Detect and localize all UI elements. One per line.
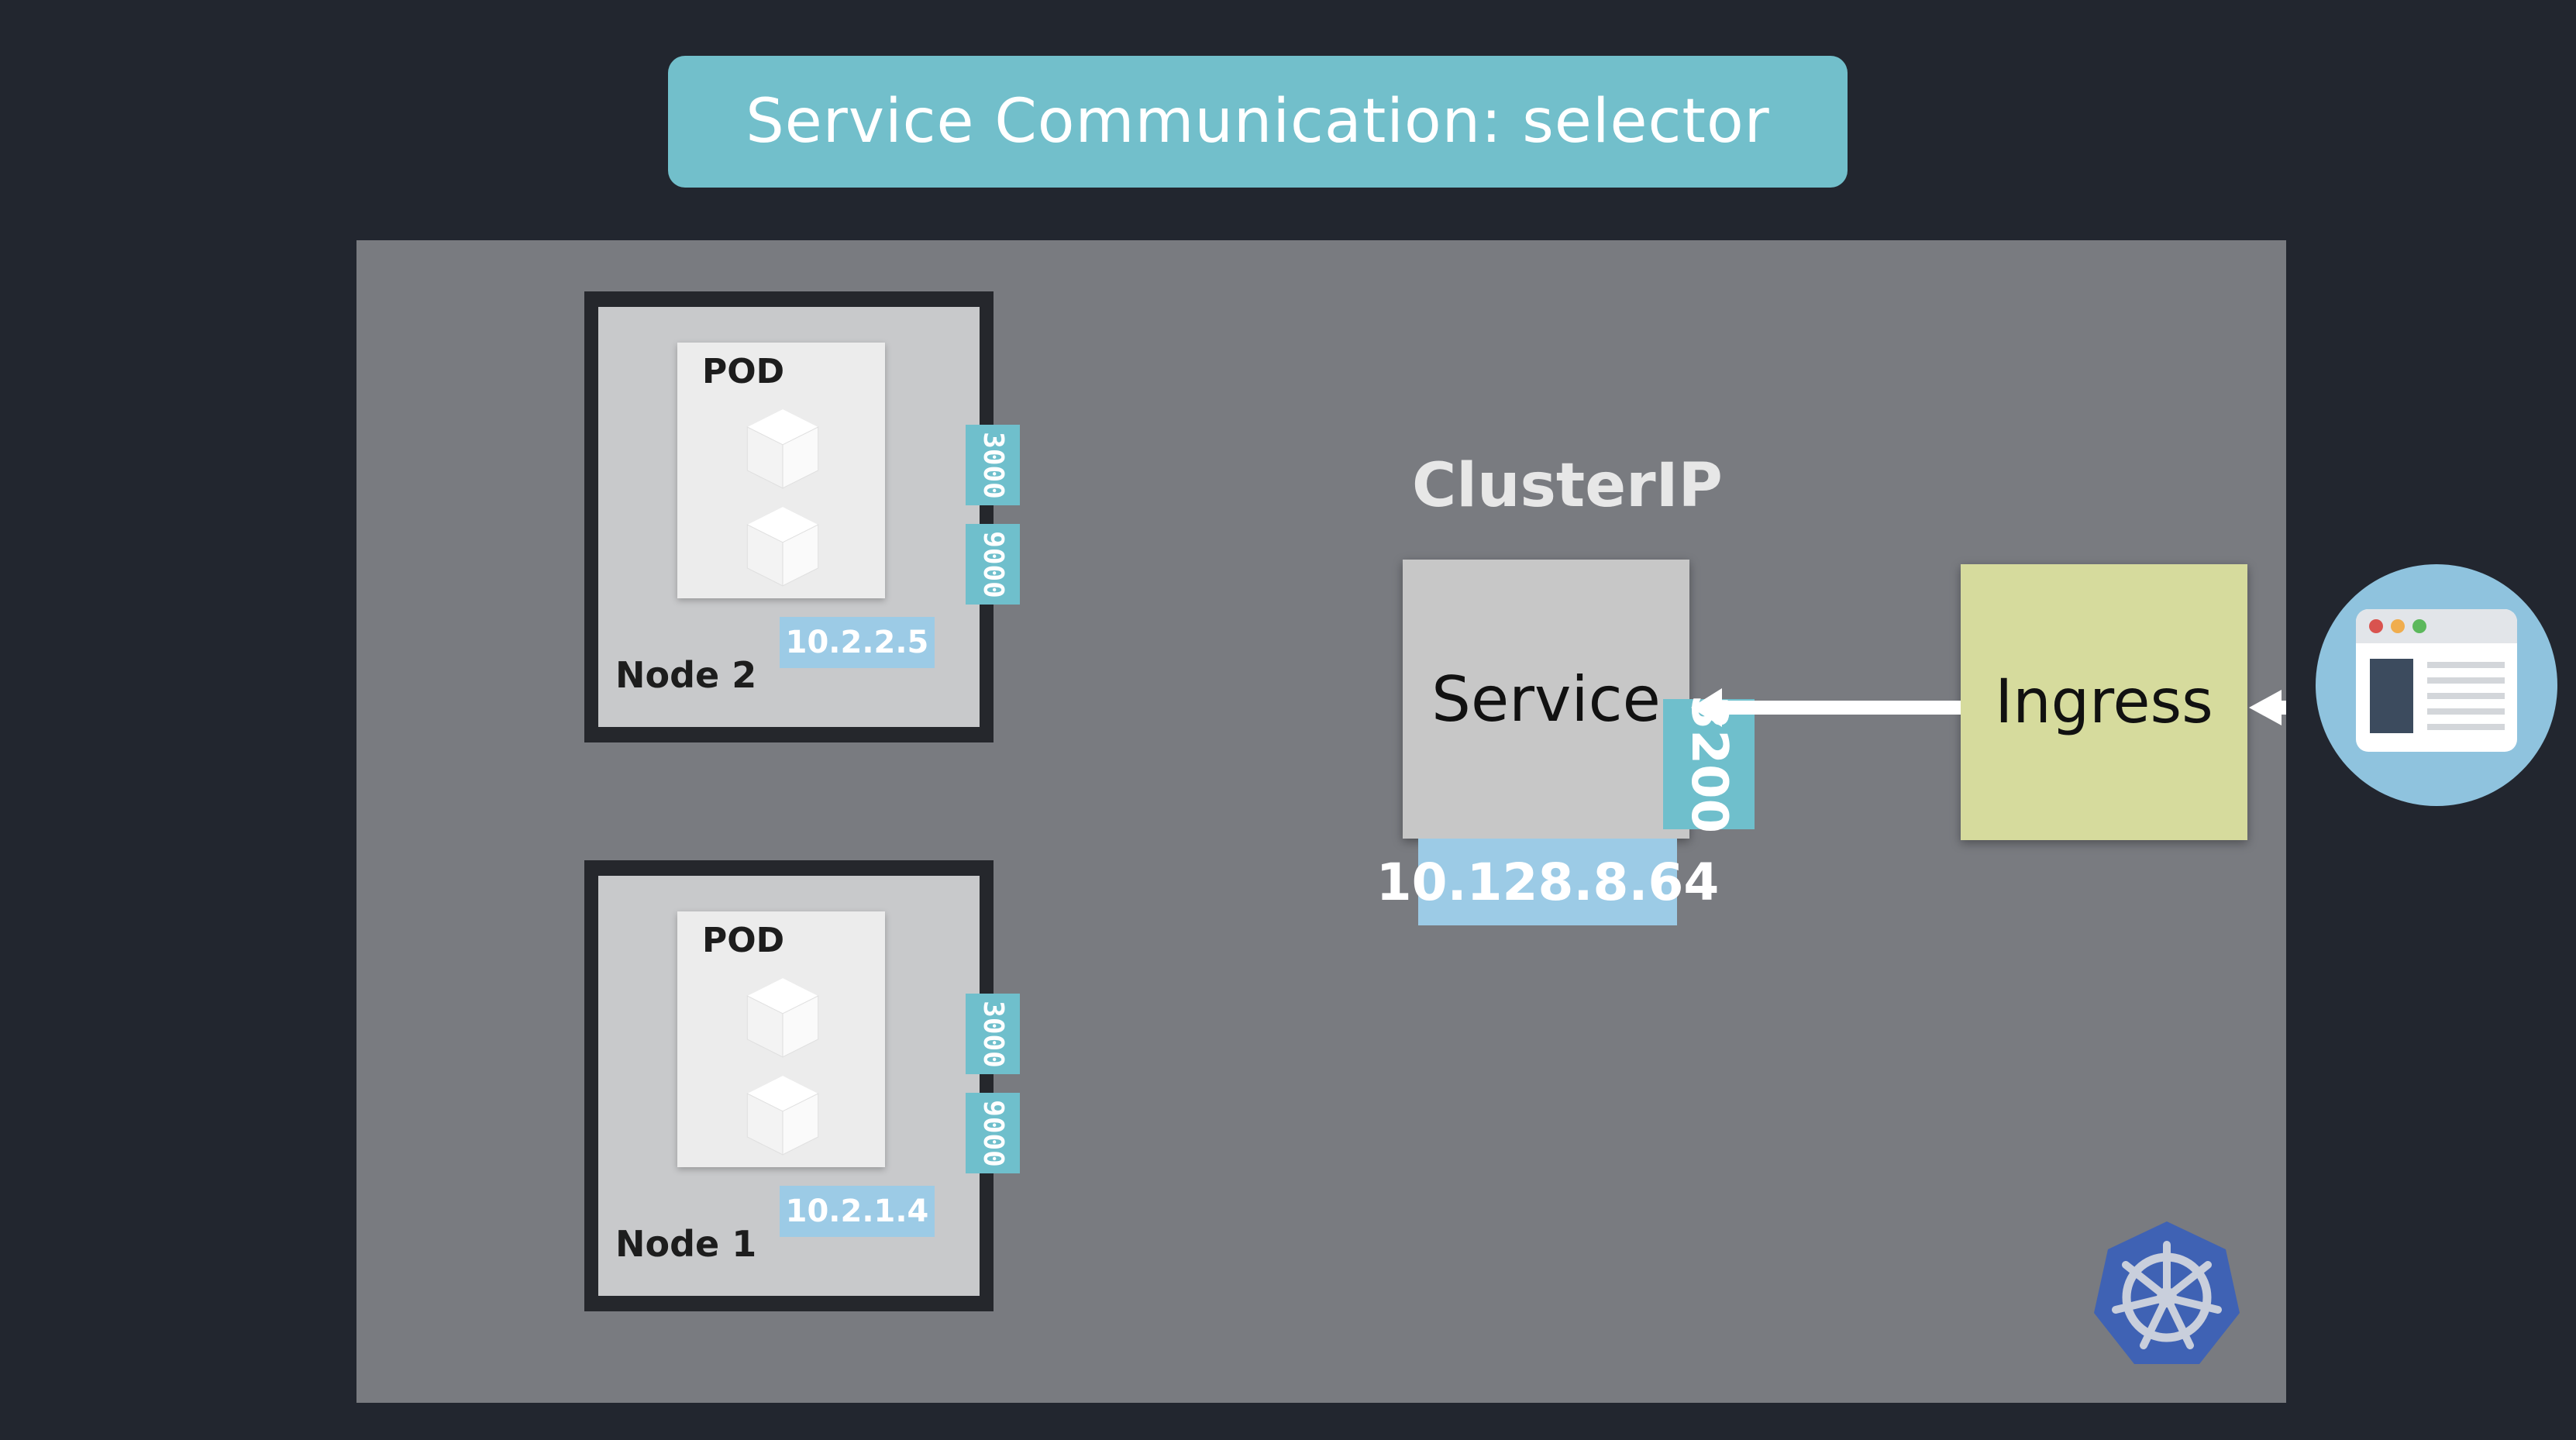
client-to-ingress-arrow [2249,690,2286,725]
container-port-label: 9000 [976,530,1009,598]
container-port-label: 9000 [976,1099,1009,1167]
pod-card: POD 3000 9000 10.2.1.4 [677,911,1020,1237]
service-label: Service [1431,663,1661,736]
node-2: POD 3000 9000 10.2.2.5 [584,291,1020,742]
ingress-label: Ingress [1995,667,2213,737]
browser-window-icon [2356,609,2517,752]
container-cube-icon [746,409,819,489]
pod-card: POD 3000 9000 10.2.2.5 [677,343,1020,668]
page-title: Service Communication: selector [746,87,1770,157]
node-body: POD 3000 9000 10.2.2.5 [598,307,1020,727]
pod-ip-badge: 10.2.2.5 [780,617,935,668]
service-port-tab: 3200 [1663,695,1755,833]
service-ip-badge: 10.128.8.64 [1376,839,1719,925]
title-banner: Service Communication: selector [668,56,1848,188]
container-port-label: 3000 [976,431,1009,499]
clusterip-label: ClusterIP [1412,451,1723,521]
container-cube-icon [746,978,819,1058]
pod-ip-badge: 10.2.1.4 [780,1186,935,1237]
node-body: POD 3000 9000 10.2.1.4 [598,876,1020,1296]
pod-label: POD [702,921,785,960]
pod-label: POD [702,352,785,391]
container-cube-icon [746,507,819,587]
node-1: POD 3000 9000 10.2.1.4 [584,860,1020,1311]
container-cube-icon [746,1076,819,1156]
ingress-box: Ingress [1961,564,2247,840]
container-port-tab: 3000 [966,425,1020,505]
container-port-tab: 9000 [966,1093,1020,1173]
container-port-tab: 9000 [966,524,1020,605]
container-port-tab: 3000 [966,994,1020,1074]
cluster-area: POD 3000 9000 10.2.2.5 [356,240,2286,1403]
node-label: Node 2 [615,654,757,696]
service-port-label: 3200 [1680,694,1737,834]
kubernetes-helm-icon [2094,1221,2240,1364]
client-browser [2316,564,2557,806]
node-label: Node 1 [615,1223,757,1265]
service-box: Service [1403,560,1689,839]
container-port-label: 3000 [976,1000,1009,1068]
